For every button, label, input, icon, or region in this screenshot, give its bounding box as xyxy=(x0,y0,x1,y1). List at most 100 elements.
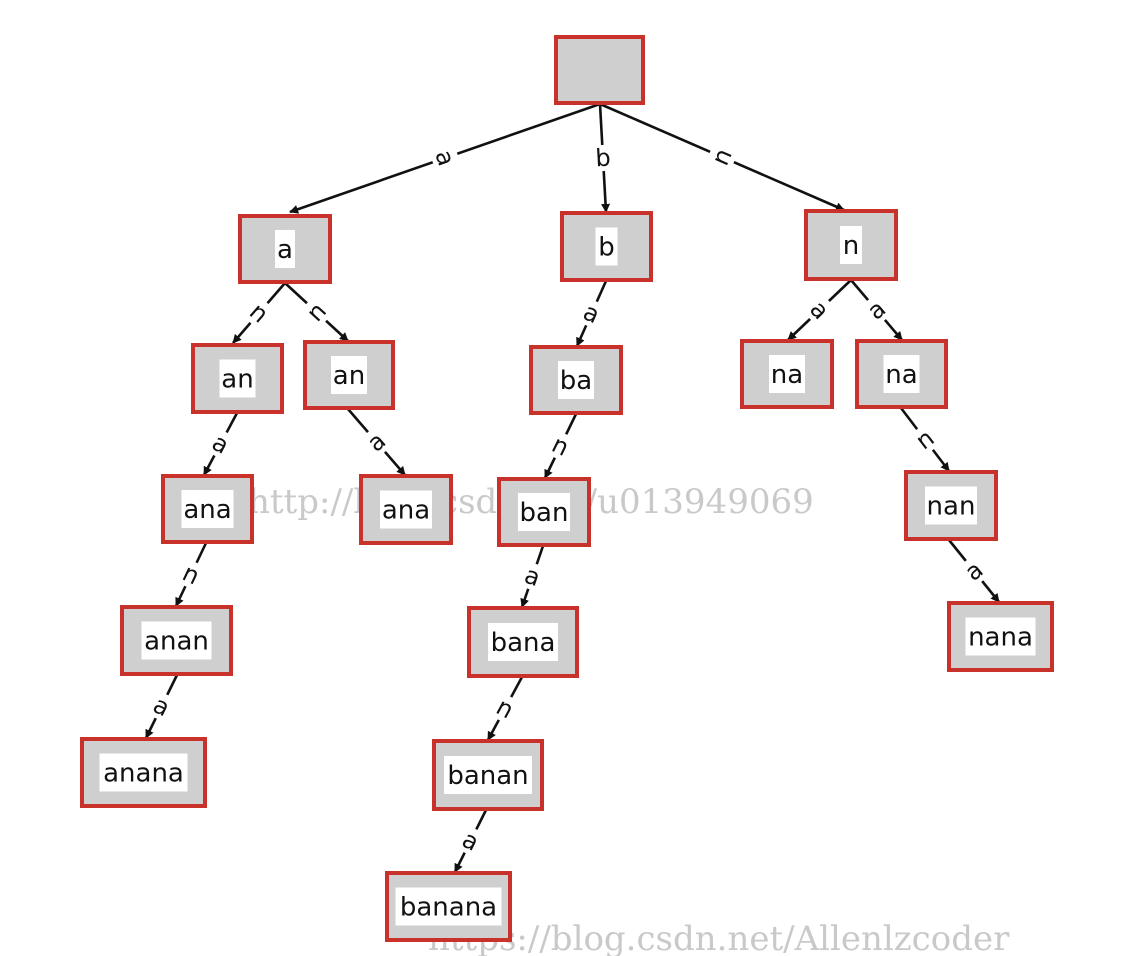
node-label-bg xyxy=(275,230,295,268)
node-anana: anana xyxy=(80,737,207,808)
node-an1: an xyxy=(191,343,284,414)
node-label: na xyxy=(885,360,917,390)
node-label: an xyxy=(221,365,253,395)
edge-label-bg xyxy=(429,145,461,171)
node-label: nan xyxy=(927,492,976,522)
node-na2: na xyxy=(855,339,948,409)
edge-label-bg xyxy=(243,297,275,329)
edge-root-a: a xyxy=(289,102,601,214)
node-label: na xyxy=(771,360,803,390)
edge-b-ba: a xyxy=(575,280,608,347)
edge-label-bg xyxy=(958,555,990,587)
node-box xyxy=(554,35,645,105)
edge-label: b xyxy=(595,144,612,173)
node-label: banana xyxy=(400,893,497,923)
edge-nan-nana: a xyxy=(947,539,1001,603)
node-label-bg xyxy=(965,617,1036,656)
node-nana: nana xyxy=(947,601,1054,672)
node-na1: na xyxy=(740,339,834,409)
node-box xyxy=(238,214,332,284)
node-label-bg xyxy=(840,226,862,264)
edge-ba-ban: n xyxy=(543,413,578,479)
node-label: banan xyxy=(447,761,528,791)
node-banan: banan xyxy=(432,739,544,811)
edge-na2-nan: n xyxy=(899,407,951,472)
node-label-bg xyxy=(595,227,618,266)
node-ana1: ana xyxy=(161,474,254,544)
node-b: b xyxy=(560,211,653,282)
node-label: ana xyxy=(183,495,231,525)
node-label: bana xyxy=(491,628,556,658)
edge-label-bg xyxy=(361,426,392,458)
node-label: nana xyxy=(968,623,1033,653)
watermark-layer: http://blog.csdn.net/u013949069 https://… xyxy=(248,482,1010,956)
node-box xyxy=(303,340,395,410)
edge-label-bg xyxy=(546,430,575,462)
edge-label-bg xyxy=(861,294,892,326)
node-label: an xyxy=(333,361,365,391)
node-label-bg xyxy=(331,356,367,394)
edge-label-bg xyxy=(147,690,176,723)
edge-label-bg xyxy=(706,143,738,171)
edge-label-bg xyxy=(577,297,606,330)
edge-label-bg xyxy=(909,423,941,456)
edge-n-na1: a xyxy=(787,279,852,341)
node-label: anana xyxy=(103,759,184,789)
node-n: n xyxy=(804,209,898,281)
node-nan: nan xyxy=(904,470,998,541)
node-label-bg xyxy=(925,486,977,525)
edge-root-n: n xyxy=(599,102,845,212)
node-label-bg xyxy=(380,490,432,529)
edge-label-bg xyxy=(206,428,235,460)
node-label: ban xyxy=(520,498,569,528)
edge-n-na2: a xyxy=(850,279,903,341)
edge-label-bg xyxy=(490,692,520,725)
node-label: n xyxy=(843,231,859,261)
node-label-bg xyxy=(181,490,234,528)
node-ban: ban xyxy=(497,477,591,547)
node-ba: ba xyxy=(529,345,623,415)
edge-bana-banan: n xyxy=(486,676,524,741)
edge-label-bg xyxy=(456,825,485,857)
watermark-bottom: https://blog.csdn.net/Allenlzcoder xyxy=(428,919,1010,956)
edge-an2-ana2: a xyxy=(347,408,406,476)
node-label-bg xyxy=(769,355,805,393)
edge-a-an1: n xyxy=(232,282,286,344)
node-label-bg xyxy=(558,361,594,399)
edge-root-b: b xyxy=(593,103,613,213)
node-label: anan xyxy=(144,627,209,657)
edge-an1-ana1: a xyxy=(202,412,239,476)
node-ana2: ana xyxy=(359,474,453,545)
edge-label-bg xyxy=(300,296,333,328)
node-banana: banana xyxy=(385,871,512,942)
node-label: ba xyxy=(560,366,592,396)
edge-label-bg xyxy=(519,561,546,592)
node-an2: an xyxy=(303,340,395,410)
node-label-bg xyxy=(883,355,920,393)
node-bana: bana xyxy=(467,606,579,678)
node-label-bg xyxy=(395,887,502,926)
edge-label-bg xyxy=(177,558,205,591)
node-a: a xyxy=(238,214,332,284)
node-label-bg xyxy=(488,623,558,661)
edge-a-an2: n xyxy=(284,282,349,342)
node-root xyxy=(554,35,645,105)
edge-label-bg xyxy=(803,294,836,326)
node-anan: anan xyxy=(120,605,233,676)
node-label-bg xyxy=(99,753,188,792)
node-label: b xyxy=(598,233,615,263)
edge-ban-bana: a xyxy=(519,545,546,608)
node-box xyxy=(120,605,233,676)
edge-anan-anana: a xyxy=(144,674,179,739)
edge-ana1-anan: n xyxy=(174,542,208,607)
node-label-bg xyxy=(444,756,532,794)
node-label-bg xyxy=(219,359,256,398)
edge-banan-banana: a xyxy=(453,809,488,873)
node-label: ana xyxy=(382,496,430,526)
edge-label-bg xyxy=(593,144,613,172)
node-label-bg xyxy=(518,493,570,531)
node-label: a xyxy=(277,235,293,265)
node-label-bg xyxy=(141,621,212,660)
